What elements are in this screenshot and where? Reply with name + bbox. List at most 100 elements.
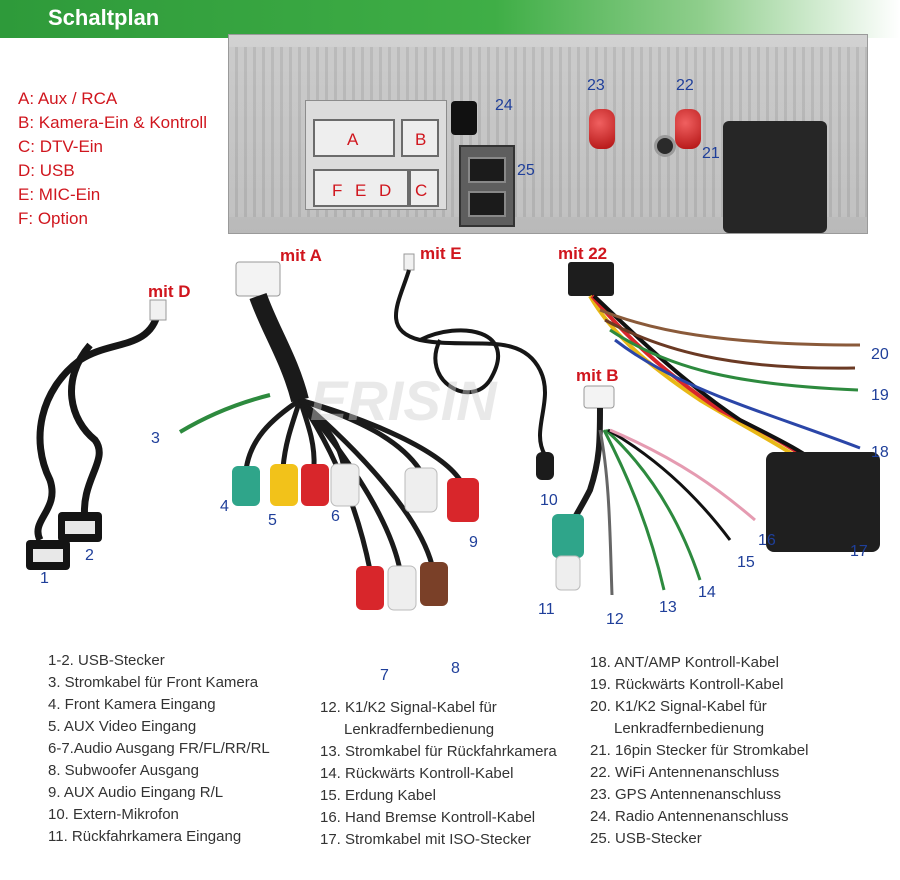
description-line: 19. Rückwärts Kontroll-Kabel — [590, 676, 784, 693]
callout-22: 22 — [676, 77, 694, 94]
front-camera-power-wire — [178, 393, 271, 434]
description-line: 20. K1/K2 Signal-Kabel für — [590, 698, 767, 715]
description-line: 24. Radio Antennenanschluss — [590, 808, 789, 825]
rca-harness — [232, 261, 479, 611]
cable-number-5: 5 — [268, 512, 277, 529]
cable-number-4: 4 — [220, 498, 229, 515]
usb-cable — [26, 299, 167, 570]
camera-harness — [552, 385, 756, 596]
description-column-3: 18. ANT/AMP Kontroll-Kabel 19. Rückwärts… — [590, 652, 808, 850]
description-line: Lenkradfernbedienung — [614, 720, 765, 737]
rca-aux-video — [270, 464, 298, 506]
head-unit-rear-panel: A B F E D C — [228, 34, 868, 234]
rca-aux-audio-white — [404, 467, 438, 513]
description-line: 5. AUX Video Eingang — [48, 718, 197, 735]
cable-number-10: 10 — [540, 492, 558, 509]
rca-audio-out-red — [301, 464, 329, 506]
group-label-mit-d: mit D — [148, 282, 191, 301]
description-line: 16. Hand Bremse Kontroll-Kabel — [320, 809, 536, 826]
cable-number-13: 13 — [659, 599, 677, 616]
socket-a — [313, 119, 395, 157]
legend-item-f: F: Option — [18, 209, 88, 228]
socket-label-a: A — [347, 130, 359, 149]
socket-label-e: E — [355, 181, 367, 200]
legend-item-d: D: USB — [18, 161, 75, 180]
rca-front-camera — [232, 466, 260, 506]
socket-f-e-d — [313, 169, 409, 207]
callout-24: 24 — [495, 97, 513, 114]
callout-25: 25 — [517, 162, 535, 179]
description-line: 9. AUX Audio Eingang R/L — [48, 784, 224, 801]
description-line: Lenkradfernbedienung — [344, 721, 495, 738]
cable-number-17: 17 — [850, 543, 868, 560]
cable-number-2: 2 — [85, 547, 94, 564]
rca-audio-out-white-2 — [387, 565, 417, 611]
description-line: 15. Erdung Kabel — [320, 787, 436, 804]
cable-number-12: 12 — [606, 611, 624, 628]
cable-number-8: 8 — [451, 660, 460, 677]
socket-label-c: C — [415, 181, 428, 200]
socket-label-d: D — [379, 181, 392, 200]
description-column-2: 12. K1/K2 Signal-Kabel für Lenkradfernbe… — [320, 697, 557, 851]
description-line: 17. Stromkabel mit ISO-Stecker — [320, 831, 531, 848]
callout-23: 23 — [587, 77, 605, 94]
rca-audio-out-white — [330, 463, 360, 507]
description-line: 23. GPS Antennenanschluss — [590, 786, 781, 803]
usb-port-upper — [468, 157, 506, 183]
cable-number-19: 19 — [871, 387, 889, 404]
description-line: 11. Rückfahrkamera Eingang — [48, 828, 242, 845]
cable-number-15: 15 — [737, 554, 755, 571]
description-line: 12. K1/K2 Signal-Kabel für — [320, 699, 497, 716]
group-label-mit-e: mit E — [420, 244, 462, 263]
description-line: 6-7.Audio Ausgang FR/FL/RR/RL — [48, 740, 270, 757]
cable-number-1: 1 — [40, 570, 49, 587]
socket-label-f: F — [332, 181, 343, 200]
description-line: 14. Rückwärts Kontroll-Kabel — [320, 765, 514, 782]
usb-port-lower — [468, 191, 506, 217]
legend-item-b: B: Kamera-Ein & Kontroll — [18, 113, 207, 132]
description-line: 18. ANT/AMP Kontroll-Kabel — [590, 654, 779, 671]
page-title: Schaltplan — [48, 5, 160, 30]
cable-number-6: 6 — [331, 508, 340, 525]
description-line: 1-2. USB-Stecker — [48, 652, 165, 669]
cable-number-3: 3 — [151, 430, 160, 447]
description-line: 25. USB-Stecker — [590, 830, 702, 847]
iso-power-harness — [568, 262, 880, 552]
group-label-mit-b: mit B — [576, 366, 619, 385]
cable-number-20: 20 — [871, 346, 889, 363]
description-line: 3. Stromkabel für Front Kamera — [48, 674, 259, 691]
description-line: 4. Front Kamera Eingang — [48, 696, 216, 713]
socket-c — [409, 169, 439, 207]
mounting-hole — [654, 135, 676, 157]
legend-item-c: C: DTV-Ein — [18, 137, 104, 156]
description-line: 8. Subwoofer Ausgang — [48, 762, 199, 779]
group-label-mit-22: mit 22 — [558, 244, 608, 263]
socket-b — [401, 119, 439, 157]
legend-item-e: E: MIC-Ein — [18, 185, 101, 204]
socket-label-b: B — [415, 130, 427, 149]
description-line: 22. WiFi Antennenanschluss — [590, 764, 780, 781]
cable-number-9: 9 — [469, 534, 478, 551]
rca-audio-out-red-2 — [356, 566, 384, 610]
wiring-diagram: ERISIN — [26, 253, 880, 611]
legend-item-a: A: Aux / RCA — [18, 89, 118, 108]
wifi-antenna-connector — [675, 109, 701, 149]
rca-aux-audio-red — [447, 478, 479, 522]
watermark-logo: ERISIN — [310, 369, 498, 432]
rca-subwoofer — [420, 562, 448, 606]
description-line: 21. 16pin Stecker für Stromkabel — [590, 742, 809, 759]
microphone-cable — [393, 253, 554, 480]
cable-number-7: 7 — [380, 667, 389, 684]
callout-21: 21 — [702, 145, 720, 162]
cable-number-14: 14 — [698, 584, 716, 601]
connector-legend: A: Aux / RCA B: Kamera-Ein & Kontroll C:… — [18, 87, 207, 231]
description-line: 13. Stromkabel für Rückfahrkamera — [320, 743, 557, 760]
gps-antenna-connector — [589, 109, 615, 149]
description-column-1: 1-2. USB-Stecker 3. Stromkabel für Front… — [48, 650, 270, 848]
cable-number-16: 16 — [758, 532, 776, 549]
radio-antenna-plug — [451, 101, 477, 135]
group-label-mit-a: mit A — [280, 246, 322, 265]
cable-number-11: 11 — [538, 601, 555, 618]
usb-socket-block — [459, 145, 515, 227]
cable-number-18: 18 — [871, 444, 889, 461]
